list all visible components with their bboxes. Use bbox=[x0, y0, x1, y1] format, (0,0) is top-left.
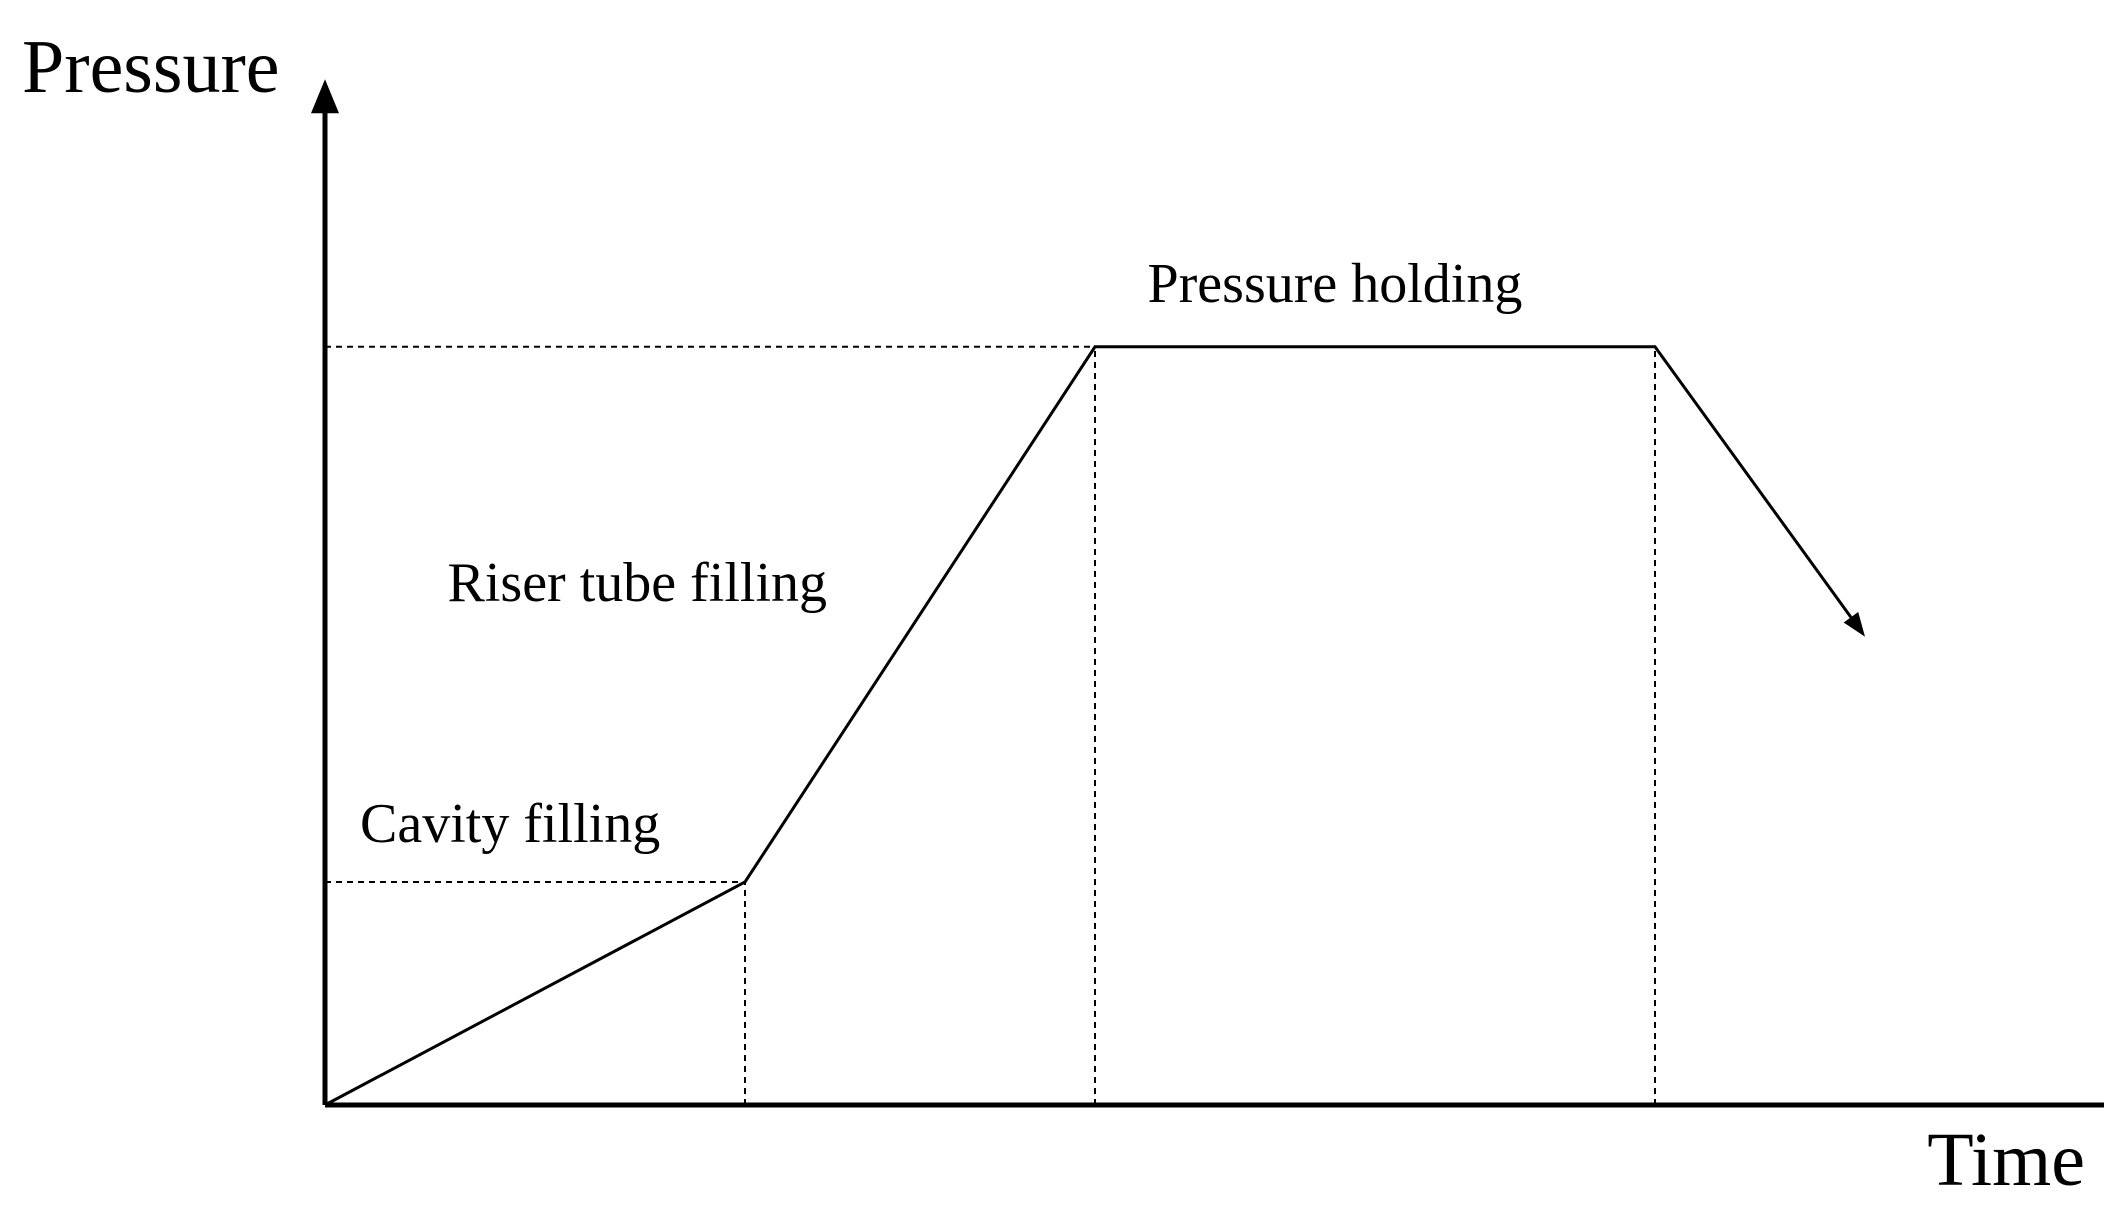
phase-label: Pressure holding bbox=[1148, 253, 1523, 315]
x-axis-label: Time bbox=[1927, 1118, 2085, 1202]
axes bbox=[311, 79, 2104, 1108]
phase-annotations: Cavity filling Riser tube filling Pressure… bbox=[360, 253, 1522, 855]
phase-label: Riser tube filling bbox=[448, 552, 828, 614]
y-axis-label: Pressure bbox=[22, 25, 280, 109]
y-axis-arrow-icon bbox=[311, 79, 339, 114]
phase-label: Cavity filling bbox=[360, 793, 660, 855]
pressure-curve-group bbox=[324, 345, 1865, 1107]
pressure-curve bbox=[324, 345, 1853, 1107]
pressure-release-arrow-icon bbox=[1843, 611, 1865, 637]
reference-lines bbox=[325, 345, 1656, 1105]
